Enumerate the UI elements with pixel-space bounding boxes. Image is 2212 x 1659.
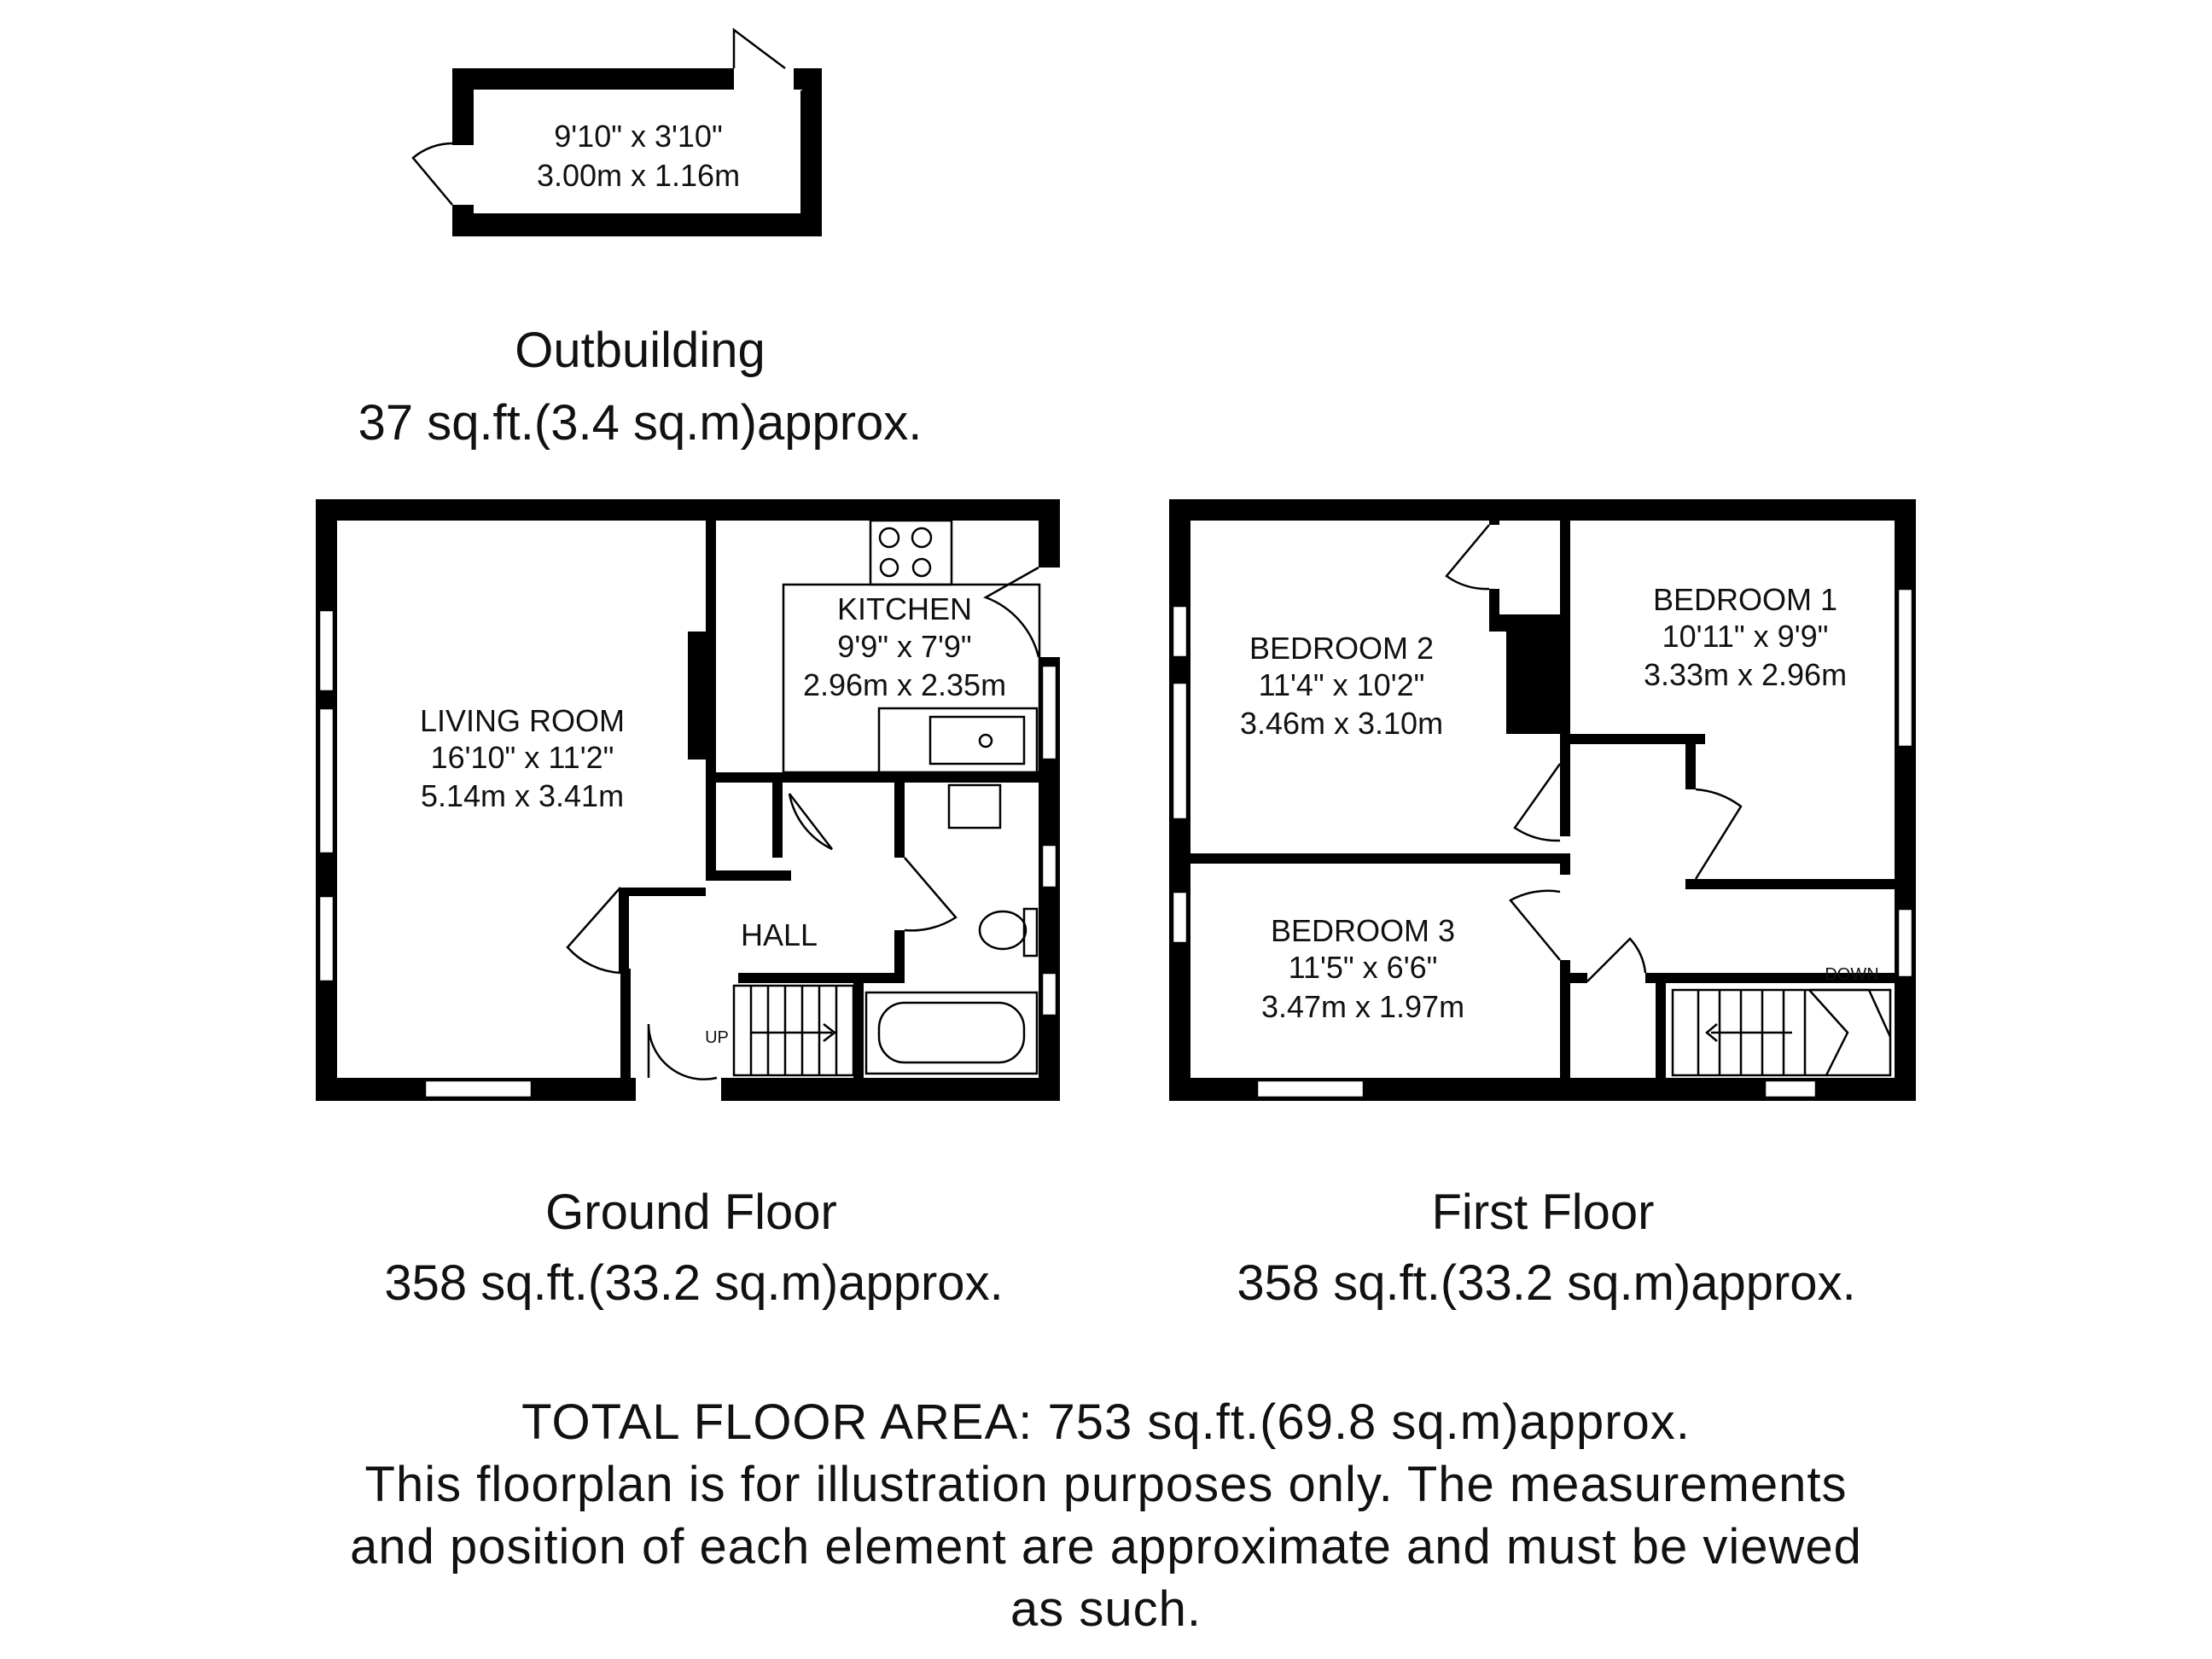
ground-floor-area: 358 sq.ft.(33.2 sq.m)approx. xyxy=(384,1255,1003,1311)
living-room-name: LIVING ROOM xyxy=(420,703,625,738)
first-floor-plan: BEDROOM 1 10'11" x 9'9" 3.33m x 2.96m BE… xyxy=(1169,499,1916,1101)
ground-floor-plan: LIVING ROOM 16'10" x 11'2" 5.14m x 3.41m… xyxy=(316,499,1060,1101)
disclaimer-line-1: This floorplan is for illustration purpo… xyxy=(364,1457,1848,1512)
disclaimer-line-2: and position of each element are approxi… xyxy=(350,1519,1862,1575)
kitchen-dim-imperial: 9'9" x 7'9" xyxy=(837,629,971,664)
floorplan-notes: TOTAL FLOOR AREA: 753 sq.ft.(69.8 sq.m)a… xyxy=(253,1391,1959,1640)
bedroom-2-dim-metric: 3.46m x 3.10m xyxy=(1240,706,1443,741)
bedroom-3-name: BEDROOM 3 xyxy=(1271,913,1455,948)
stairs-down-label: DOWN xyxy=(1825,965,1878,984)
bedroom-3-dim-metric: 3.47m x 1.97m xyxy=(1261,989,1464,1024)
bedroom-1-dim-metric: 3.33m x 2.96m xyxy=(1644,657,1847,692)
bedroom-3-dim-imperial: 11'5" x 6'6" xyxy=(1289,950,1438,985)
outbuilding-title: Outbuilding xyxy=(515,323,765,378)
bedroom-1-dim-imperial: 10'11" x 9'9" xyxy=(1662,619,1829,654)
hall-name: HALL xyxy=(741,917,818,952)
first-floor-area: 358 sq.ft.(33.2 sq.m)approx. xyxy=(1237,1255,1855,1311)
living-room-dim-imperial: 16'10" x 11'2" xyxy=(431,740,614,775)
outbuilding-plan: 9'10" x 3'10" 3.00m x 1.16m xyxy=(411,27,822,236)
ground-floor-title: Ground Floor xyxy=(545,1185,837,1240)
first-floor-title: First Floor xyxy=(1432,1185,1655,1240)
total-floor-area: TOTAL FLOOR AREA: 753 sq.ft.(69.8 sq.m)a… xyxy=(521,1394,1691,1450)
outbuilding-area: 37 sq.ft.(3.4 sq.m)approx. xyxy=(358,395,923,451)
outbuilding-dim-metric: 3.00m x 1.16m xyxy=(537,158,740,193)
kitchen-name: KITCHEN xyxy=(837,591,972,626)
stairs-up-label: UP xyxy=(705,1028,729,1047)
disclaimer-line-3: as such. xyxy=(1010,1581,1202,1637)
bedroom-1-name: BEDROOM 1 xyxy=(1653,582,1837,617)
outbuilding-dim-imperial: 9'10" x 3'10" xyxy=(554,119,722,154)
bedroom-2-name: BEDROOM 2 xyxy=(1249,631,1434,666)
kitchen-dim-metric: 2.96m x 2.35m xyxy=(803,667,1006,702)
bedroom-2-dim-imperial: 11'4" x 10'2" xyxy=(1259,667,1425,702)
living-room-dim-metric: 5.14m x 3.41m xyxy=(421,778,624,813)
